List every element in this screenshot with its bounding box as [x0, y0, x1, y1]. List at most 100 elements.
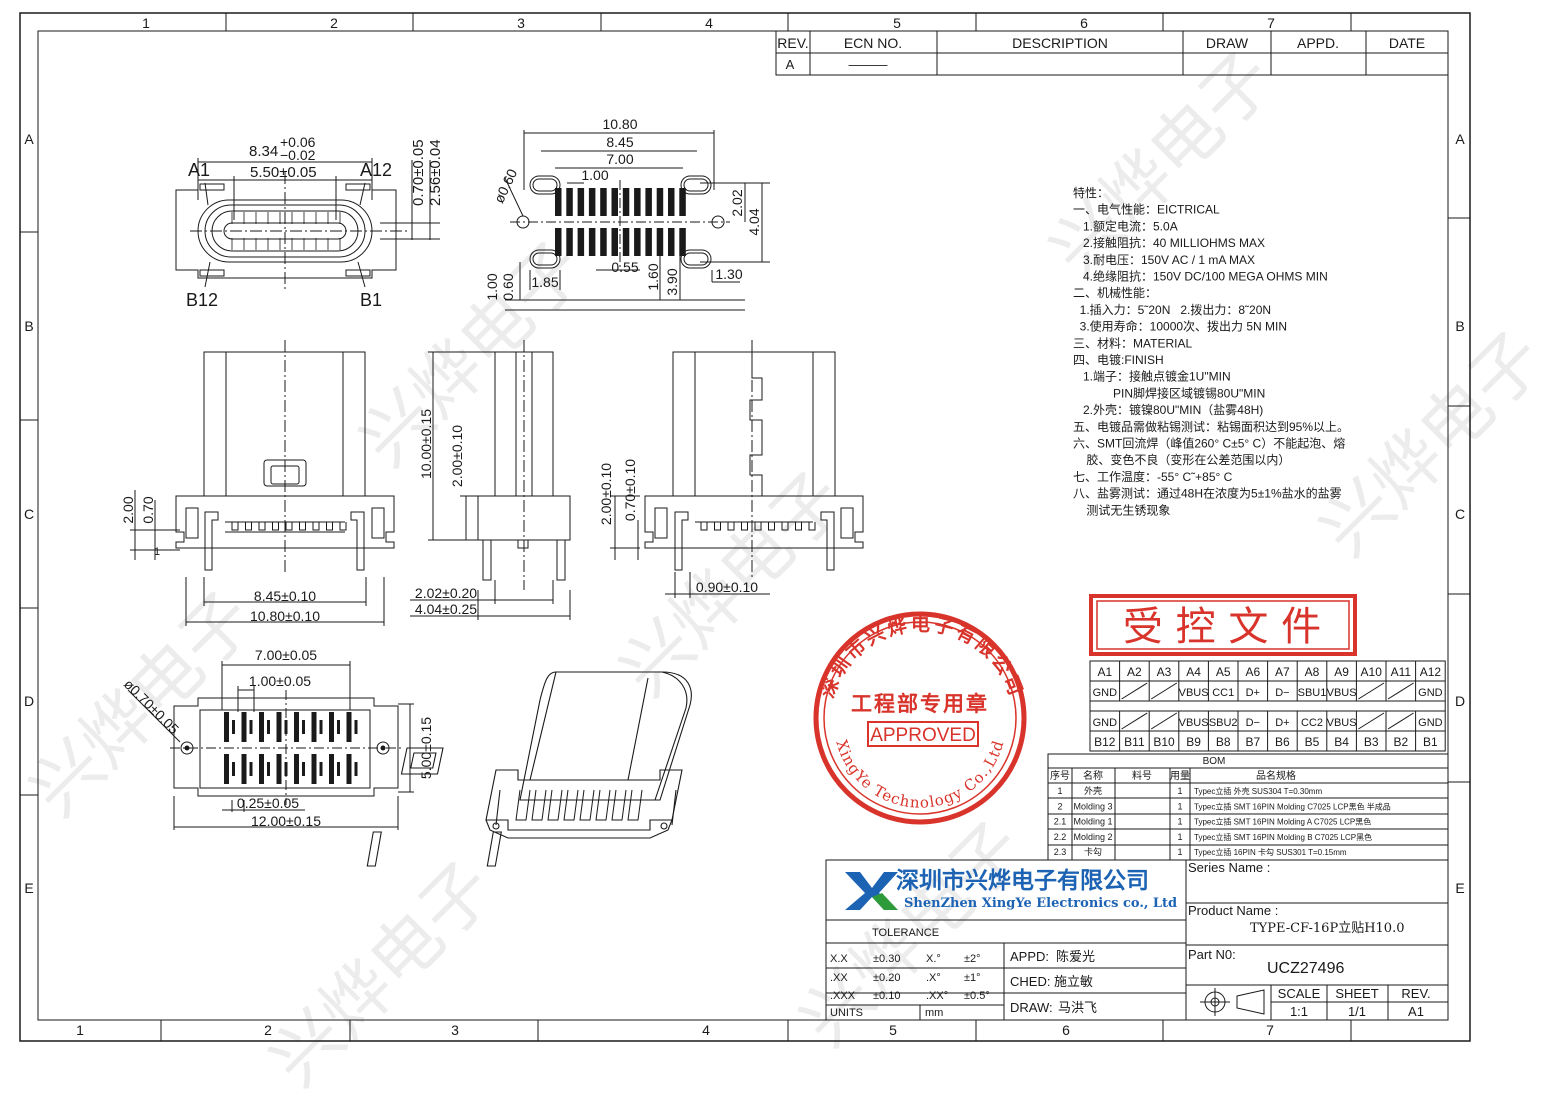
appd-label: APPD:	[1010, 949, 1049, 964]
dim-label: 2.00±0.10	[598, 463, 614, 525]
zone-label-top: 2	[330, 15, 338, 31]
pinout-empty-slash	[1358, 712, 1385, 730]
tol-cell: ±0.5°	[964, 990, 990, 1002]
iso-pin	[627, 789, 643, 821]
pinout-empty-slash	[1150, 712, 1178, 730]
dim-label: 2.00	[120, 496, 136, 523]
bom-cell: Typec立插 SMT 16PIN Molding B C7025 LCP黑色	[1194, 832, 1372, 842]
pinout-cell: SBU1	[1298, 687, 1327, 699]
pinout-cell: A11	[1391, 665, 1412, 679]
pcb-pad	[668, 188, 675, 216]
bottom-pin	[241, 754, 247, 784]
bom-cell: Typec立插 SMT 16PIN Molding C7025 LCP黑色 半成…	[1194, 801, 1391, 811]
top-view-dims: 8.34 +0.06 −0.02 5.50±0.05 A1 A12 B12 B1…	[186, 134, 444, 310]
company-name-cn: 深圳市兴烨电子有限公司	[896, 867, 1149, 894]
pin-label-b12: B12	[186, 290, 218, 310]
zone-labels: 1 2 3 4 5 6 7 1 2 3 4 5 6 7 A B C D E A …	[24, 15, 1465, 1038]
dim-label: 0.70	[140, 496, 156, 523]
pinout-cell: GND	[1418, 687, 1443, 699]
pin-label-a12: A12	[360, 160, 392, 180]
appd-name: 陈爱光	[1056, 949, 1095, 965]
pcb-pad	[588, 188, 596, 216]
rev-header: DATE	[1389, 35, 1425, 51]
zone-label-top: 4	[705, 15, 713, 31]
draw-name: 马洪飞	[1058, 1001, 1097, 1016]
bom-cell: Typec立插 16PIN 卡勾 SUS301 T=0.15mm	[1194, 847, 1347, 857]
iso-pin	[595, 789, 611, 821]
zone-label-bottom: 6	[1062, 1022, 1070, 1038]
dim-label: 10.80±0.10	[250, 608, 320, 624]
dim-label: ø0.60	[491, 166, 521, 205]
dim-label: 0.90±0.10	[696, 579, 758, 595]
scale-label: SCALE	[1278, 986, 1321, 1001]
bom-cell: 2.1	[1054, 817, 1067, 827]
pinout-cell: A4	[1186, 665, 1201, 679]
contact-pin	[326, 522, 333, 531]
tol-cell: .XX	[830, 972, 848, 984]
dim-label: 2.00±0.10	[449, 425, 465, 487]
spec-line: 六、SMT回流焊（峰值260° C±5° C）不能起泡、熔	[1073, 436, 1345, 451]
dim-label: 2.02	[729, 189, 745, 216]
spec-line: 3.耐电压：150V AC / 1 mA MAX	[1073, 253, 1255, 267]
specifications-block: 特性：一、电气性能：EICTRICAL 1.额定电流：5.0A 2.接触阻抗：4…	[1073, 185, 1349, 517]
zone-label-bottom: 7	[1266, 1022, 1274, 1038]
spec-line: 三、材料：MATERIAL	[1073, 336, 1192, 350]
rev-header: ECN NO.	[844, 35, 902, 51]
pcb-pad	[566, 188, 573, 216]
tol-cell: ±2°	[964, 953, 981, 965]
pinout-cell: D−	[1275, 687, 1289, 699]
contact-pin	[258, 522, 266, 531]
pinout-cell: A8	[1305, 665, 1320, 679]
dim-label: 1.00	[484, 273, 500, 300]
bom-cell: Typec立插 外壳 SUS304 T=0.30mm	[1194, 786, 1322, 796]
spec-line: 1.额定电流：5.0A	[1073, 218, 1178, 233]
zone-label-bottom: 3	[451, 1022, 459, 1038]
drawing-frame	[19, 12, 1471, 1042]
spec-line: 七、工作温度：-55° C˜+85° C	[1073, 469, 1233, 484]
dim-label: 1.00	[581, 167, 608, 183]
pinout-cell: A12	[1420, 665, 1442, 679]
pcb-pad	[600, 188, 607, 216]
bottom-pin-mid	[284, 720, 288, 734]
bottom-pin-mid	[302, 720, 305, 734]
dim-width: 8.34	[249, 143, 278, 160]
tol-cell: X.°	[926, 953, 941, 965]
pcb-pad	[622, 228, 630, 256]
spec-line: 3.使用寿命：10000次、拨出力 5N MIN	[1073, 319, 1287, 334]
pcb-pads	[555, 188, 686, 256]
bom-cell: 卡勾	[1084, 846, 1102, 857]
front-view-pins	[231, 522, 347, 531]
dim-vertical: 2.56±0.04	[427, 139, 444, 206]
contact-pin	[808, 522, 816, 531]
units-label: UNITS	[830, 1007, 863, 1019]
contact-pin	[272, 522, 279, 531]
front-view-drawing	[130, 340, 395, 626]
rev-value: A1	[1408, 1004, 1424, 1019]
tol-cell: .XXX	[830, 990, 856, 1002]
tol-cell: ±0.20	[873, 972, 900, 984]
row-label-left: E	[24, 880, 33, 896]
zone-label-top: 3	[517, 15, 525, 31]
pcb-pad	[634, 188, 641, 216]
bom-cell: 2	[1057, 801, 1062, 811]
pcb-pad	[679, 188, 686, 216]
pinout-cell: B3	[1364, 735, 1379, 749]
tol-cell: ±0.30	[873, 953, 900, 965]
pinout-cell: GND	[1418, 717, 1443, 729]
pinout-cell: B2	[1393, 735, 1408, 749]
bom-cell: 1	[1177, 832, 1182, 842]
dim-vertical: 0.70±0.05	[410, 139, 427, 206]
watermark-text: 兴烨电子	[255, 847, 508, 1100]
dim-label: 8.45	[606, 134, 633, 150]
contact-pin	[768, 522, 775, 531]
bottom-pin	[276, 712, 282, 742]
dim-label: 12.00±0.15	[251, 813, 321, 829]
rev-cell: A	[786, 57, 795, 72]
pcb-pad	[600, 228, 607, 256]
row-label-right: C	[1455, 506, 1465, 522]
bottom-pin-mid	[319, 762, 323, 776]
bottom-pin-mid	[232, 762, 235, 776]
svg-text:深圳市兴烨电子有限公司: 深圳市兴烨电子有限公司	[816, 612, 1028, 701]
pinout-cell: D+	[1275, 717, 1289, 729]
